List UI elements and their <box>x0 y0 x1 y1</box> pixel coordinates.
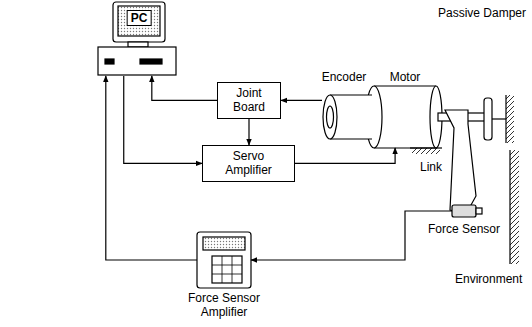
node-text: Motor <box>390 70 421 84</box>
encoder-hub <box>327 106 334 128</box>
damper-wall <box>505 95 506 143</box>
force-sensor-amplifier: Force Sensor Amplifier <box>197 232 251 288</box>
motor-mount-hatch <box>412 148 440 154</box>
pc-neck <box>128 42 148 47</box>
node-text: Joint Board <box>222 86 276 115</box>
pc-slot <box>105 59 114 64</box>
keypad-grid <box>212 256 242 283</box>
encoder-face <box>323 95 337 139</box>
environment-wall <box>509 150 510 264</box>
node-text: Force Sensor Amplifier <box>182 291 266 320</box>
process-box: Servo Amplifier <box>202 145 295 182</box>
motor-mount <box>410 147 442 148</box>
amplifier-display <box>203 237 245 250</box>
motor-outline <box>374 86 436 148</box>
part-label: Link <box>420 160 442 174</box>
process-box: Joint Board <box>217 82 281 119</box>
signal-wire <box>106 76 197 260</box>
node-text: Force Sensor <box>428 222 500 236</box>
signal-wire <box>295 148 395 163</box>
part-label: Passive Damper <box>438 6 526 20</box>
signal-wire <box>251 211 452 260</box>
motor: Motor <box>372 84 438 148</box>
part-label: Environment <box>455 272 522 286</box>
environment-hatch <box>510 150 519 264</box>
force-sensor-tip <box>476 208 482 214</box>
pc-base <box>98 47 176 75</box>
damper-rod <box>492 118 506 119</box>
node-text: PC <box>127 10 152 26</box>
force-sensor-body <box>452 205 476 217</box>
node-text: Servo Amplifier <box>218 149 280 178</box>
signal-wire <box>124 76 202 163</box>
link <box>445 110 476 214</box>
pc-monitor <box>113 2 165 42</box>
node-text: Encoder <box>322 70 367 84</box>
amplifier-case <box>197 232 251 288</box>
force-sensor: Force Sensor <box>452 204 476 218</box>
pc: PC <box>98 2 176 76</box>
pc-slot <box>140 59 162 64</box>
pc-screen <box>118 6 160 36</box>
passive-damper <box>484 98 492 140</box>
signal-wire <box>248 119 249 145</box>
encoder: Encoder <box>322 92 374 144</box>
damper-wall-hatch <box>506 95 514 143</box>
motor-body <box>374 86 436 148</box>
amplifier-keypad <box>212 256 242 283</box>
signal-wire <box>281 100 322 101</box>
signal-wire <box>152 76 217 100</box>
